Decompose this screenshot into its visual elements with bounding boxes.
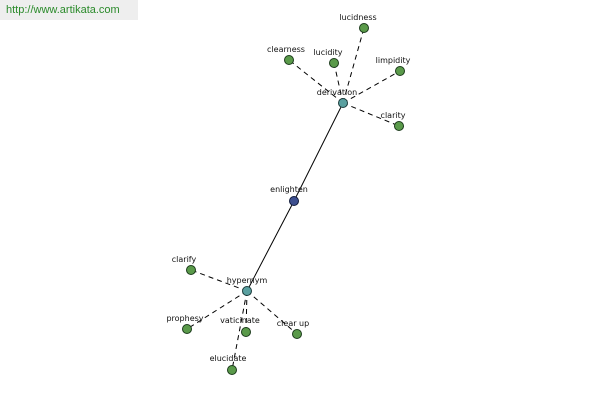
edge-derivation-lucidness bbox=[342, 27, 365, 104]
edges bbox=[186, 27, 401, 371]
node-clarify[interactable]: clarify bbox=[172, 255, 197, 275]
node-vaticinate[interactable]: vaticinate bbox=[220, 316, 260, 337]
node-label: lucidness bbox=[339, 13, 376, 22]
edge-enlighten-hypernym bbox=[246, 200, 295, 292]
node-enlighten[interactable]: enlighten bbox=[270, 185, 308, 206]
node-lucidity[interactable]: lucidity bbox=[313, 48, 343, 68]
node-limpidity[interactable]: limpidity bbox=[376, 56, 411, 76]
node-label: limpidity bbox=[376, 56, 411, 65]
node-label: vaticinate bbox=[220, 316, 260, 325]
node-clearness[interactable]: clearness bbox=[267, 45, 305, 65]
edge-derivation-lucidity bbox=[333, 62, 344, 104]
node-label: hypernym bbox=[227, 276, 268, 285]
edge-derivation-clarity bbox=[342, 102, 400, 127]
edge-derivation-limpidity bbox=[342, 70, 401, 104]
node-label: elucidate bbox=[210, 354, 247, 363]
node-clarity[interactable]: clarity bbox=[381, 111, 406, 131]
node-clear-up[interactable]: clear up bbox=[277, 319, 309, 339]
edge-hypernym-elucidate bbox=[231, 290, 248, 371]
node-label: enlighten bbox=[270, 185, 308, 194]
node-label: clearness bbox=[267, 45, 305, 54]
node-derivation[interactable]: derivation bbox=[317, 88, 357, 108]
node-label: clear up bbox=[277, 319, 309, 328]
edge-enlighten-derivation bbox=[293, 102, 344, 202]
edge-hypernym-vaticinate bbox=[245, 290, 248, 333]
node-prophesy[interactable]: prophesy bbox=[166, 314, 204, 334]
node-label: lucidity bbox=[313, 48, 342, 57]
node-elucidate[interactable]: elucidate bbox=[210, 354, 247, 375]
node-hypernym[interactable]: hypernym bbox=[227, 276, 268, 296]
node-lucidness[interactable]: lucidness bbox=[339, 13, 377, 33]
node-label: clarity bbox=[381, 111, 406, 120]
edge-hypernym-clear-up bbox=[246, 290, 298, 335]
edge-hypernym-prophesy bbox=[186, 290, 248, 330]
edge-derivation-clearness bbox=[288, 59, 344, 104]
node-label: clarify bbox=[172, 255, 197, 264]
node-label: prophesy bbox=[166, 314, 203, 323]
node-label: derivation bbox=[317, 88, 357, 97]
watermark-url[interactable]: http://www.artikata.com bbox=[0, 0, 138, 20]
edge-hypernym-clarify bbox=[190, 269, 248, 292]
